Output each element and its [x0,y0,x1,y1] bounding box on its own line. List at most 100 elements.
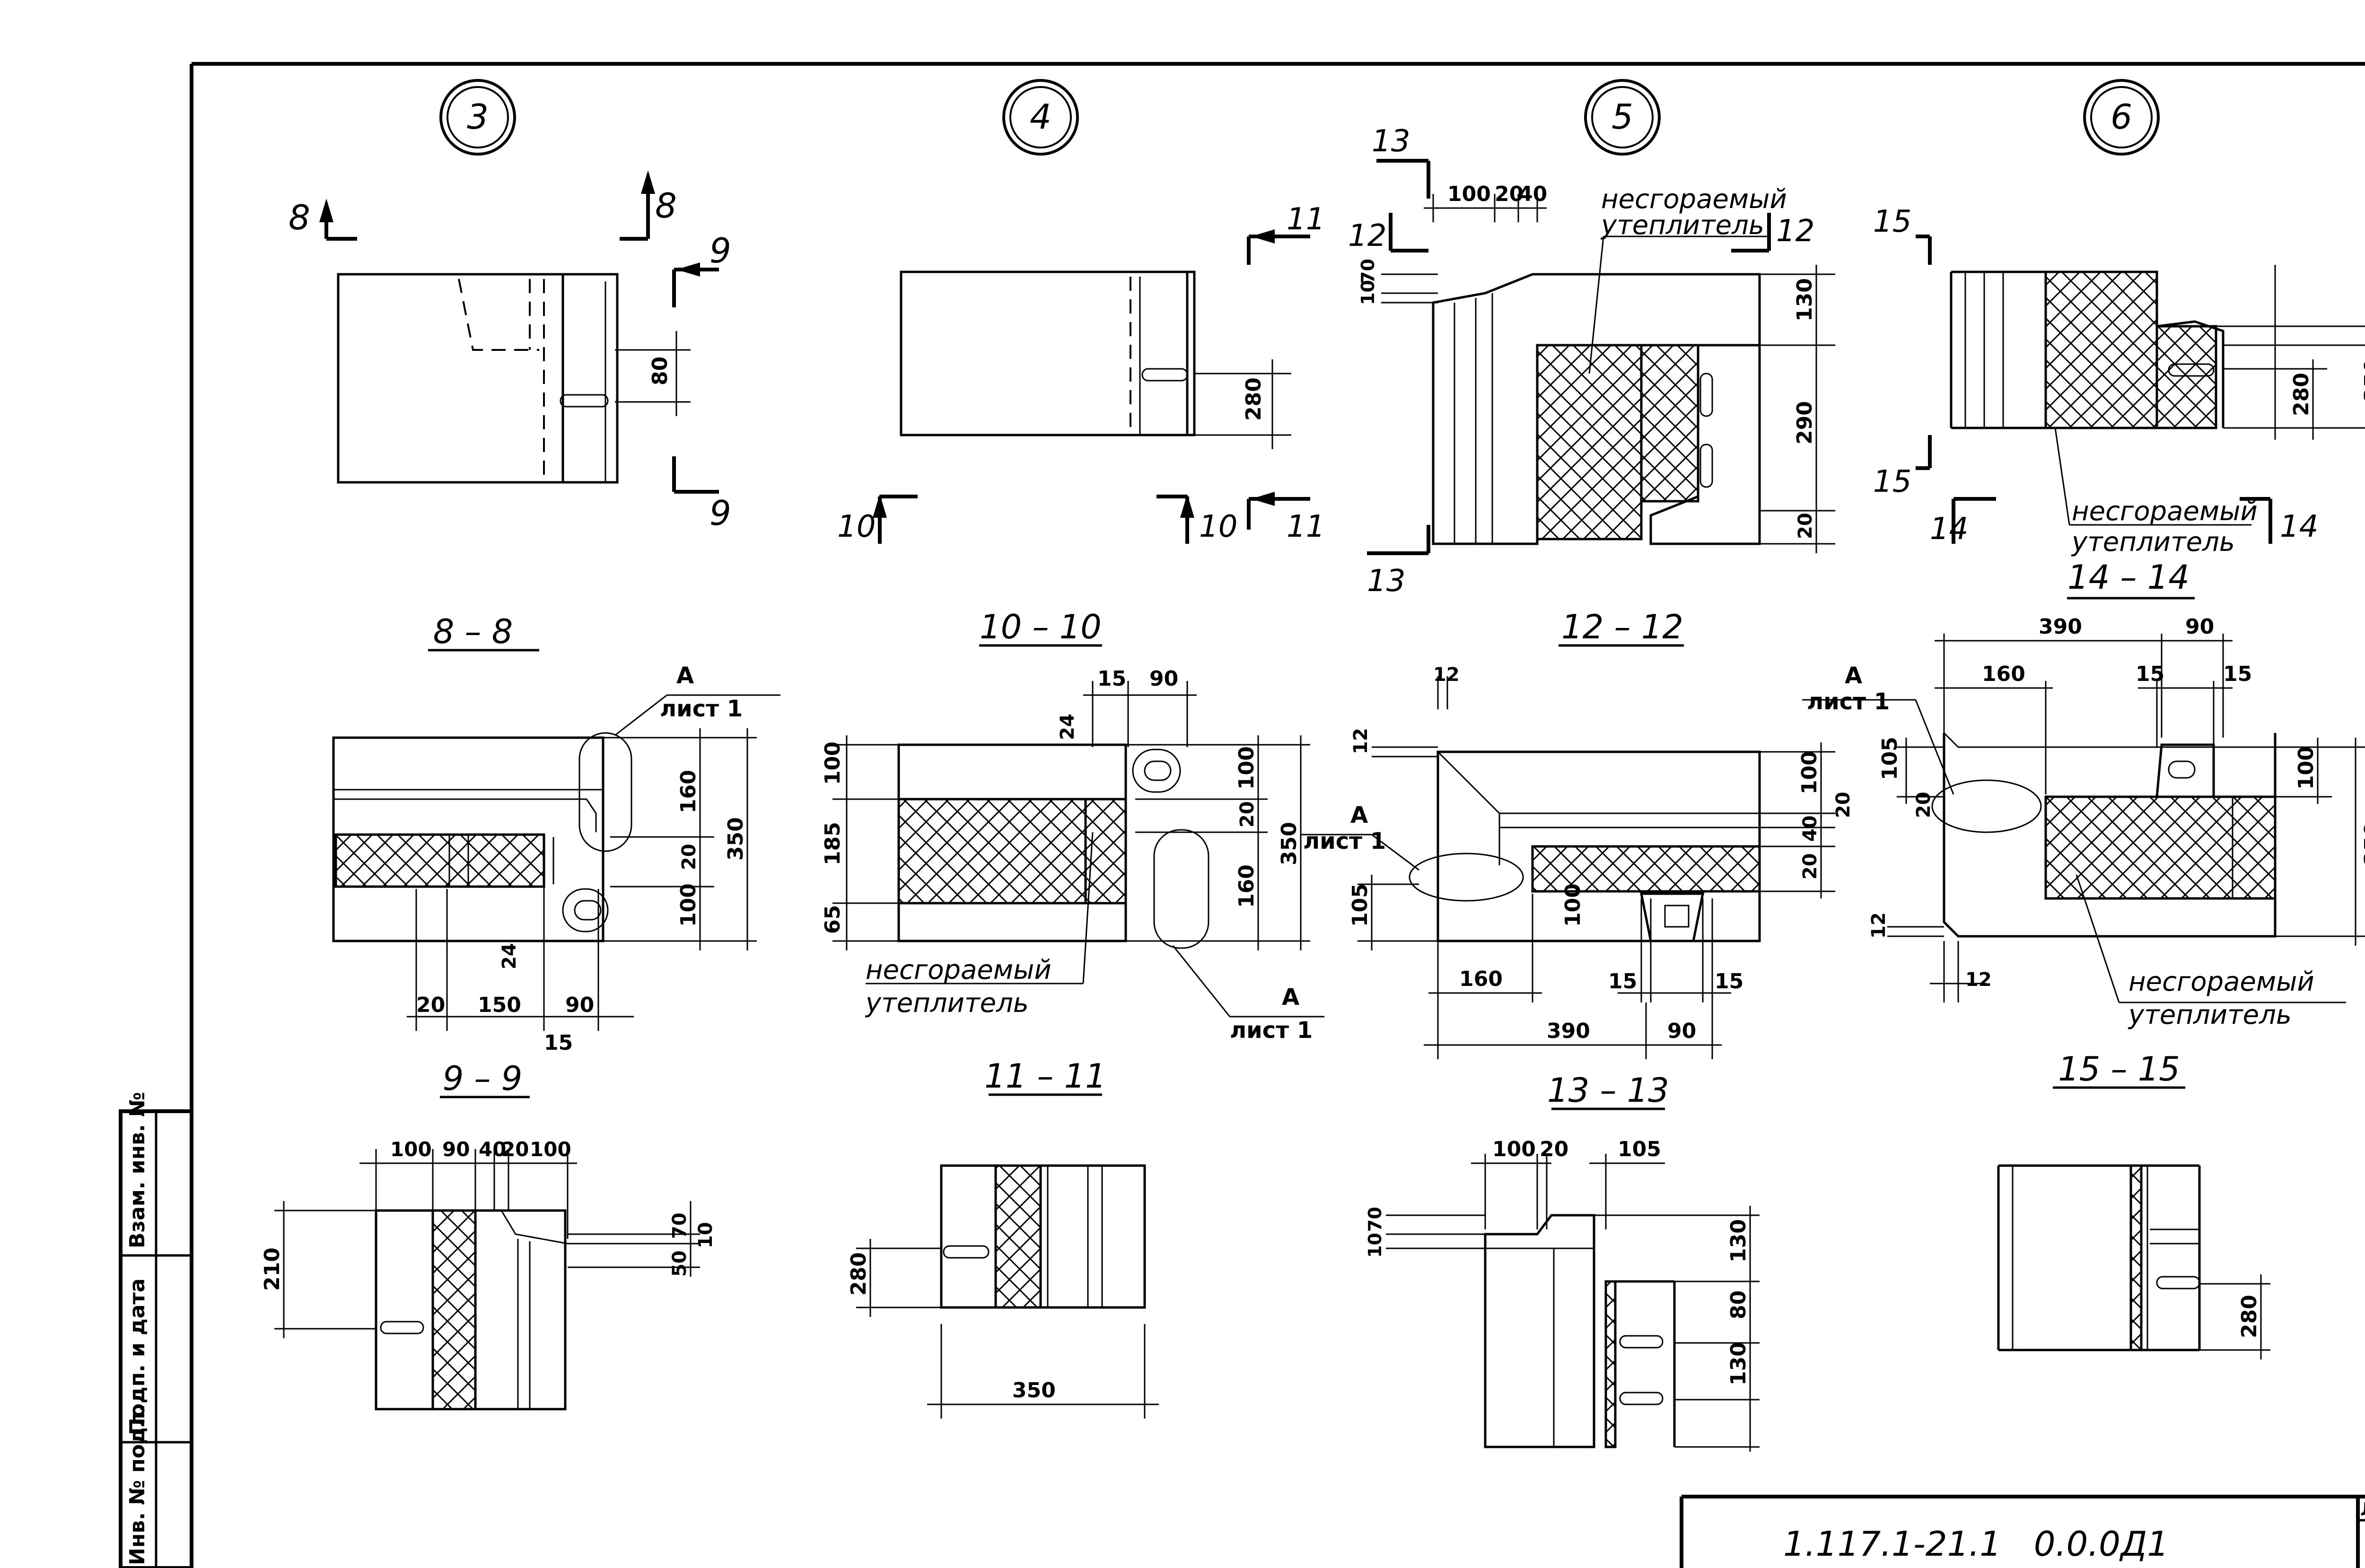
dim-1414-90: 90 [2185,615,2214,639]
dim-1414-160: 160 [1982,662,2025,686]
section-title-12-12: 12 – 12 [1561,608,1683,646]
dim-5-20b: 20 [1795,513,1816,539]
dim-1010-20: 20 [1236,801,1258,828]
dim-99-50: 50 [669,1250,691,1277]
detail-ref-A-12: A [1350,802,1368,828]
dim-88-90: 90 [565,993,594,1017]
dim-1212-90: 90 [1667,1019,1696,1043]
detail-sheet-8: лист 1 [660,696,743,722]
dim-88-20b: 20 [416,993,445,1017]
dim-99-90: 90 [442,1138,470,1161]
dim-6-20: 20 [2362,286,2365,312]
cut-mark-15-bottom: 15 [1873,464,1911,499]
dim-5-20: 20 [1495,182,1524,206]
dim-1010-350: 350 [1277,822,1301,865]
dim-1313-130a: 130 [1726,1219,1751,1263]
dim-1414-390: 390 [2039,615,2082,639]
section-title-10-10: 10 – 10 [980,608,1102,646]
section-titles: 8 – 8 10 – 10 12 – 12 14 – 14 9 – 9 11 –… [428,558,2195,1110]
insulation-label-5-line2: утеплитель [1600,210,1764,241]
callout-4: 4 [1002,79,1079,156]
insulation-label-10-line1: несгораемый [866,955,1051,985]
dim-1212-12b: 12 [1350,728,1372,754]
dim-1212-40: 40 [1799,815,1821,842]
cut-mark-8-left: 8 [289,198,310,237]
dim-1212-15b: 15 [1715,969,1743,993]
dim-1010-160: 160 [1235,864,1259,908]
cut-mark-14-left: 14 [1930,512,1968,547]
dim-1010-24: 24 [1057,714,1078,740]
dim-1414-15b: 15 [2223,662,2252,686]
dim-4-280: 280 [1242,377,1266,421]
dim-1313-80: 80 [1726,1290,1751,1319]
dim-99-40: 40 [479,1138,506,1161]
dim-6-350: 350 [2360,358,2365,402]
dim-1212-100: 100 [1797,751,1822,794]
section-9-9: 100 90 40 20 100 210 70 10 50 [260,1138,717,1411]
dim-99-20: 20 [501,1138,529,1161]
dim-1414-105: 105 [1878,737,1902,780]
dim-88-20: 20 [678,844,700,870]
dim-88-150: 150 [478,993,521,1017]
svg-text:6: 6 [2111,97,2132,137]
stamp-replace-inv: Взам. инв. № [125,1092,149,1248]
dim-1010-100: 100 [821,741,845,785]
cut-mark-8-right: 8 [655,186,677,226]
dim-5-100: 100 [1447,182,1491,206]
section-12-12: A лист 1 12 12 100 20 40 20 105 100 160 [1301,664,1854,1059]
cut-mark-13-bottom: 13 [1367,564,1405,599]
stamp-sign-date: Подп. и дата [125,1278,149,1435]
dim-1212-20b: 20 [1799,853,1821,880]
section-8-8: A лист 1 160 20 100 350 24 20 150 90 15 [332,662,780,1055]
dim-99-100b: 100 [530,1138,571,1161]
dim-1414-20: 20 [1913,792,1935,818]
section-title-8-8: 8 – 8 [433,612,513,651]
section-13-13: 100 20 105 10 70 130 80 130 [1365,1137,1760,1452]
section-title-14-14: 14 – 14 [2067,558,2190,597]
dim-1212-105: 105 [1348,883,1372,927]
cut-mark-11-top: 11 [1287,202,1325,237]
view-6: 15 15 14 14 20 350 280 несгораемый утепл… [1873,204,2365,558]
cut-mark-10-right: 10 [1199,509,1237,544]
document-code: 1.117.1-21.1 0.0.0Д1 [1783,1524,2169,1564]
title-block: 1.117.1-21.1 0.0.0Д1 Лист 2 [1680,1495,2365,1568]
dim-5-10: 10 [1358,280,1378,305]
dim-1414-100: 100 [2294,746,2318,790]
sheet-label: Лист [2360,1499,2365,1520]
dim-1313-10: 10 [1365,1233,1385,1258]
side-stamp: Взам. инв. № Подп. и дата Инв. № подл. [125,1092,149,1565]
dim-1010-100r: 100 [1235,746,1259,790]
dim-1010-15: 15 [1097,667,1126,691]
insulation-label-6-line2: утеплитель [2071,527,2235,558]
cut-mark-11-bottom: 11 [1287,509,1325,544]
view-5: 100 20 40 10 70 130 290 20 12 12 13 13 н… [1348,124,1835,599]
dim-88-160: 160 [676,770,701,813]
insulation-label-5-line1: несгораемый [1601,184,1787,215]
detail-sheet-12: лист 1 [1303,828,1386,854]
insulation-label-6-line1: несгораемый [2072,496,2258,527]
detail-ref-A-10: A [1282,984,1299,1010]
detail-sheet-10: лист 1 [1230,1017,1313,1044]
svg-text:5: 5 [1612,97,1633,137]
dim-1111-280: 280 [847,1252,871,1296]
svg-text:4: 4 [1030,97,1051,137]
dim-99-70: 70 [669,1212,691,1239]
section-title-15-15: 15 – 15 [2058,1050,2180,1089]
dim-1414-12b: 12 [1965,969,1992,991]
view-3: 8 8 9 9 80 [289,170,731,533]
cut-mark-12-right: 12 [1776,214,1814,249]
section-14-14: A лист 1 390 90 160 15 15 105 20 100 350 [1802,615,2365,1030]
dim-88-350: 350 [724,817,748,861]
section-11-11: 280 350 [847,1164,1159,1419]
callout-5: 5 [1584,79,1661,156]
dim-1313-20: 20 [1540,1137,1568,1161]
dim-1010-65: 65 [821,905,845,934]
detail-sheet-14: лист 1 [1807,688,1890,715]
dim-99-210: 210 [260,1247,284,1291]
dim-88-15: 15 [544,1031,573,1055]
dim-1313-100: 100 [1492,1137,1536,1161]
callout-6: 6 [2083,79,2160,156]
dim-1212-100b: 100 [1561,883,1585,927]
cut-mark-9-bottom: 9 [710,493,731,533]
dim-1212-160: 160 [1459,967,1503,991]
